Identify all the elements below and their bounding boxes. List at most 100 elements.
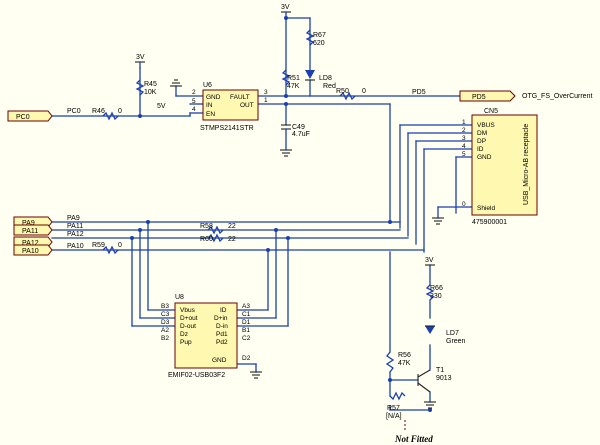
u8-emi-filter: U8 Vbus D+out D-out Dz Pup ID D+in D-in … xyxy=(161,294,251,379)
svg-text:DP: DP xyxy=(477,138,486,145)
net-label-otg: OTG_FS_OverCurrent xyxy=(522,93,592,100)
net-label-pc0: PC0 xyxy=(67,108,81,115)
svg-text:B3: B3 xyxy=(161,303,169,310)
svg-text:STMPS2141STR: STMPS2141STR xyxy=(200,125,254,132)
port-pd5: PD5 xyxy=(459,90,516,102)
svg-text:475900001: 475900001 xyxy=(472,219,507,226)
svg-text:Shield: Shield xyxy=(477,205,495,212)
svg-text:10K: 10K xyxy=(144,89,157,96)
svg-text:22: 22 xyxy=(228,236,236,243)
svg-text:PA12: PA12 xyxy=(22,240,39,247)
svg-text:R66: R66 xyxy=(430,285,443,292)
svg-text:3V: 3V xyxy=(136,54,145,61)
svg-text:OUT: OUT xyxy=(240,102,254,109)
svg-text:Vbus: Vbus xyxy=(180,307,196,314)
resistor-r66: R66 330 xyxy=(425,284,443,301)
svg-text:Pup: Pup xyxy=(180,339,192,346)
svg-text:0: 0 xyxy=(362,88,366,95)
not-fitted-note: Not Fitted xyxy=(394,420,433,444)
svg-text:T1: T1 xyxy=(436,367,444,374)
svg-text:2: 2 xyxy=(192,89,196,96)
transistor-t1: T1 9013 xyxy=(417,367,452,393)
svg-text:2: 2 xyxy=(462,127,466,134)
rail-3v-r45: 3V xyxy=(135,54,145,69)
svg-text:3V: 3V xyxy=(281,4,290,11)
net-label-pa12: PA12 xyxy=(67,231,84,238)
connector-cn5: CN5 VBUS DM DP ID GND Shield 1 2 3 4 5 0… xyxy=(462,108,538,226)
svg-text:B1: B1 xyxy=(242,327,250,334)
svg-text:R67: R67 xyxy=(313,32,326,39)
svg-text:PA10: PA10 xyxy=(22,248,39,255)
resistor-r45: R45 10K xyxy=(135,79,157,96)
svg-text:5V: 5V xyxy=(157,103,166,110)
net-label-pa11: PA11 xyxy=(67,223,83,230)
led-ld8: LD8 Red xyxy=(305,70,336,90)
svg-text:3: 3 xyxy=(264,89,268,96)
svg-text:D-out: D-out xyxy=(180,323,196,330)
svg-text:R46: R46 xyxy=(92,108,105,115)
svg-text:R45: R45 xyxy=(144,81,157,88)
svg-text:ID: ID xyxy=(477,146,484,153)
svg-text:PC0: PC0 xyxy=(16,114,30,121)
svg-text:D+out: D+out xyxy=(180,315,198,322)
svg-text:R57: R57 xyxy=(387,405,400,412)
svg-text:R51: R51 xyxy=(287,75,300,82)
resistor-r58: R58 22 xyxy=(200,223,236,235)
svg-text:R56: R56 xyxy=(398,352,411,359)
svg-text:PA11: PA11 xyxy=(22,228,38,235)
svg-text:22: 22 xyxy=(228,223,236,230)
svg-text:5: 5 xyxy=(462,151,466,158)
svg-text:4: 4 xyxy=(462,143,466,150)
rail-5v: 5V xyxy=(157,103,166,110)
resistor-r57: R57 [N/A] xyxy=(386,391,406,420)
capacitor-c49: C49 4.7uF xyxy=(281,124,310,151)
port-pa11: PA11 xyxy=(13,224,53,236)
svg-text:4: 4 xyxy=(192,106,196,113)
svg-text:CN5: CN5 xyxy=(484,108,498,115)
svg-text:0: 0 xyxy=(462,201,466,208)
svg-text:EN: EN xyxy=(206,111,215,118)
ground-symbols xyxy=(170,79,444,409)
svg-text:D1: D1 xyxy=(242,319,251,326)
junctions xyxy=(130,16,432,412)
svg-text:D2: D2 xyxy=(242,355,251,362)
svg-text:R50: R50 xyxy=(336,88,349,95)
svg-text:VBUS: VBUS xyxy=(477,122,495,129)
svg-text:Pd1: Pd1 xyxy=(216,331,228,338)
svg-text:47K: 47K xyxy=(287,83,300,90)
svg-text:IN: IN xyxy=(206,102,213,109)
svg-text:5: 5 xyxy=(192,98,196,105)
svg-text:Green: Green xyxy=(446,338,466,345)
svg-text:[N/A]: [N/A] xyxy=(386,413,402,420)
svg-text:C3: C3 xyxy=(161,311,170,318)
svg-text:D+in: D+in xyxy=(214,315,228,322)
port-pa10: PA10 xyxy=(13,244,53,256)
resistor-r50: R50 0 xyxy=(336,88,366,101)
svg-text:R60: R60 xyxy=(200,236,213,243)
svg-text:C2: C2 xyxy=(242,335,251,342)
resistor-r56: R56 47K xyxy=(385,351,411,373)
svg-text:USB_Micro-AB receptacle: USB_Micro-AB receptacle xyxy=(523,124,530,205)
svg-text:Red: Red xyxy=(323,83,336,90)
svg-text:620: 620 xyxy=(313,40,325,47)
resistor-r46: R46 0 xyxy=(92,108,122,121)
svg-text:9013: 9013 xyxy=(436,375,452,382)
u6-power-switch: U6 GND IN EN FAULT OUT 2 5 4 3 1 STMPS21… xyxy=(192,82,268,132)
net-label-pd5: PD5 xyxy=(412,89,426,96)
svg-text:A2: A2 xyxy=(161,327,169,334)
svg-text:GND: GND xyxy=(206,94,221,101)
resistor-r59: R59 0 xyxy=(92,242,122,255)
svg-text:1: 1 xyxy=(462,119,466,126)
svg-text:3V: 3V xyxy=(425,257,434,264)
resistor-r51: R51 47K xyxy=(281,69,300,90)
led-ld7: LD7 Green xyxy=(425,325,466,345)
svg-text:C1: C1 xyxy=(242,311,251,318)
svg-text:B2: B2 xyxy=(161,335,169,342)
svg-text:Dz: Dz xyxy=(180,331,188,338)
net-label-pa10: PA10 xyxy=(67,243,84,250)
svg-text:R58: R58 xyxy=(200,223,213,230)
svg-text:GND: GND xyxy=(477,154,492,161)
svg-text:0: 0 xyxy=(118,108,122,115)
svg-text:U8: U8 xyxy=(175,294,184,301)
